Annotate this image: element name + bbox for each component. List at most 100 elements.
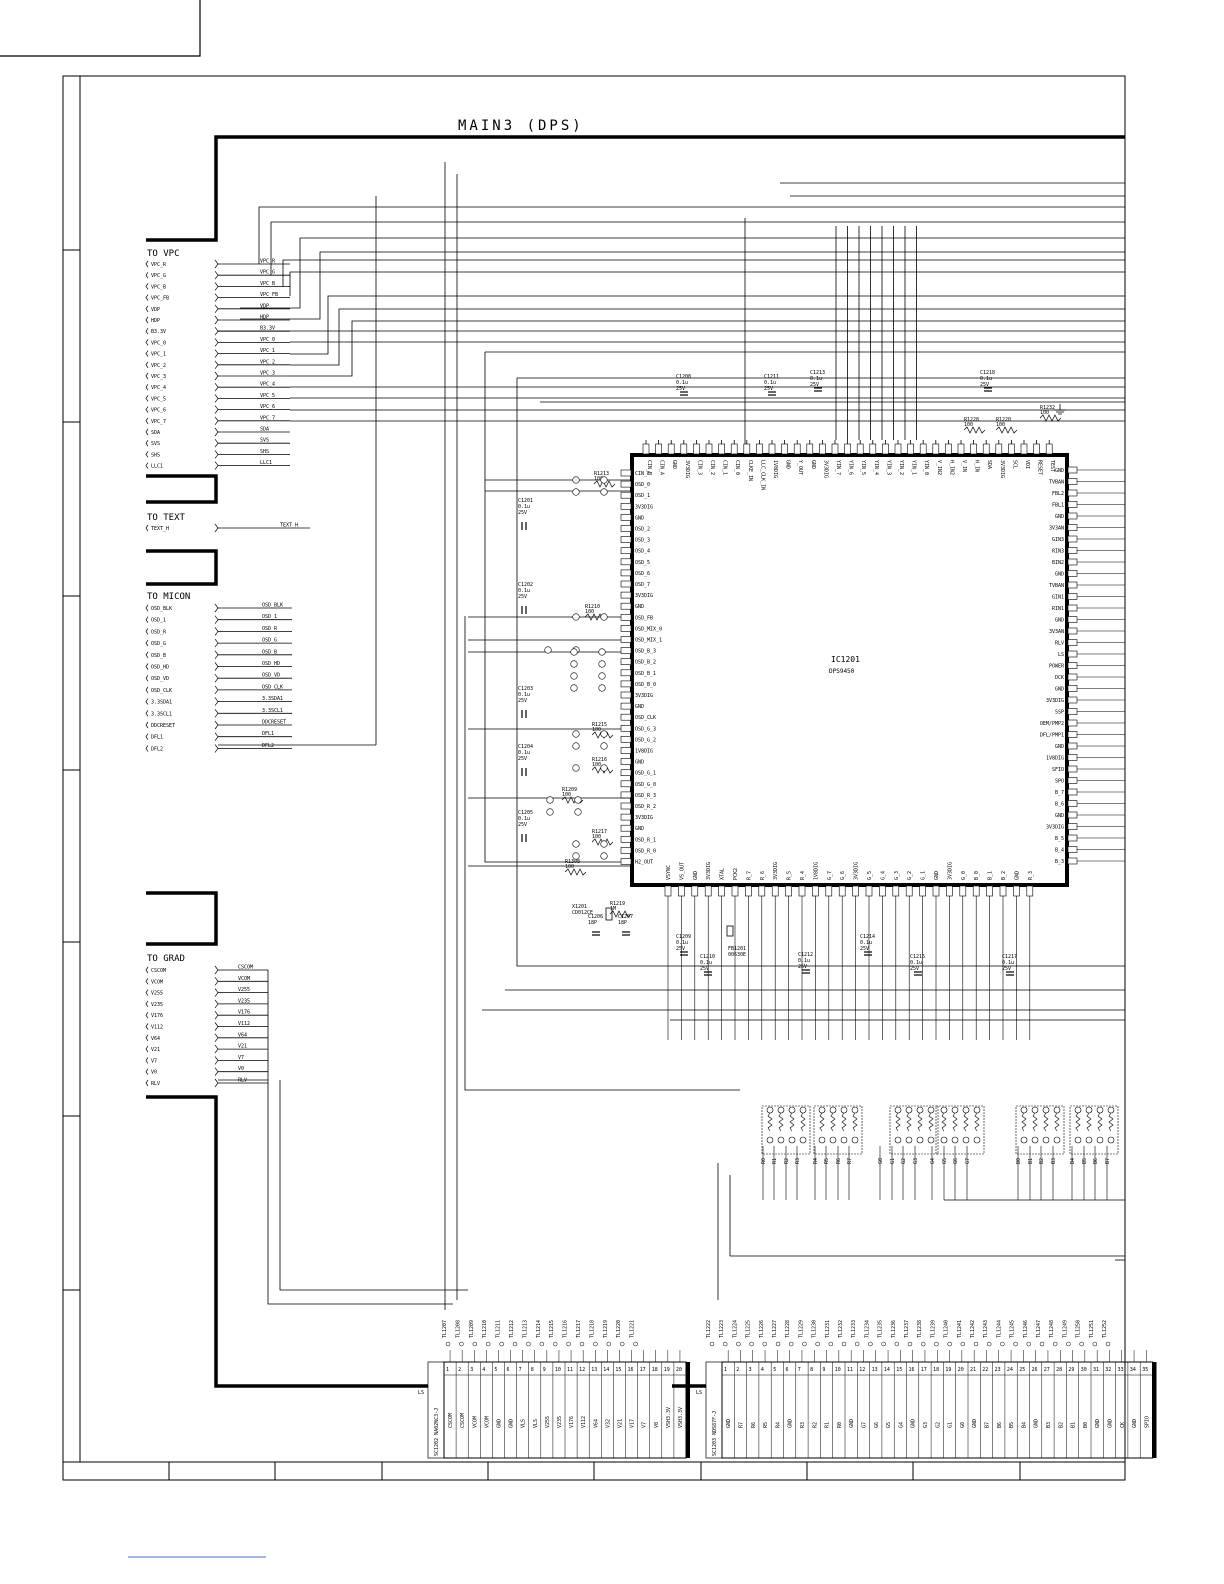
connector-tip — [214, 405, 219, 414]
test-point — [947, 1341, 952, 1347]
connector-pin-number: 22 — [982, 1367, 988, 1373]
ic-pin-name-3v3dig: 3V3DIG — [1046, 825, 1064, 831]
test-point — [606, 1341, 612, 1347]
test-point-label: TL1238 — [917, 1320, 923, 1338]
connector-pin-number: 15 — [896, 1367, 902, 1373]
test-point — [986, 1341, 992, 1347]
ic-pin-name-r-3: R_3 — [1028, 871, 1034, 880]
network-resistor — [928, 1112, 934, 1132]
buffer-node — [572, 613, 580, 621]
component-value: 0.1u — [810, 376, 822, 382]
network-resistor — [778, 1112, 784, 1132]
connector-pin-name-g2: G2 — [935, 1422, 941, 1428]
connector-label-hdp: HDP — [151, 318, 160, 324]
network-node — [940, 1106, 948, 1114]
network-node — [962, 1106, 970, 1114]
connector-pin-number: 20 — [676, 1367, 682, 1373]
component-rating: 25V — [518, 756, 527, 762]
component-ref: R1215 — [592, 722, 607, 728]
network-node — [840, 1136, 848, 1144]
test-point-label: TL1233 — [851, 1320, 857, 1338]
ic-pin-name-yin-4: YIN_4 — [873, 460, 879, 475]
ic-pin-left — [620, 569, 632, 577]
ic-pin-name-b-6: B_6 — [1055, 802, 1064, 808]
test-point-label: TL1243 — [983, 1320, 989, 1338]
bus-wire — [270, 221, 1125, 275]
connector-pin-number: 19 — [664, 1367, 670, 1373]
ic-pin-left — [620, 802, 632, 810]
test-point-label: TL1235 — [878, 1320, 884, 1338]
ic-pin-top — [882, 443, 889, 455]
ic-pin-left — [620, 514, 632, 521]
component-ref: R1217 — [592, 829, 607, 835]
component-rating: 25V — [700, 966, 709, 972]
network-node — [799, 1106, 807, 1114]
ic-pin-top — [642, 443, 650, 455]
component-value: 100 — [996, 422, 1005, 428]
connector-pin-name-r5: R5 — [763, 1422, 769, 1428]
connector-label-v7: V7 — [151, 1058, 157, 1064]
component-rating: 25V — [676, 946, 685, 952]
net-label-v0: V0 — [238, 1066, 244, 1072]
buffer-node — [572, 840, 580, 848]
network-node — [766, 1106, 774, 1114]
connector-pin-name-g3: G3 — [923, 1422, 929, 1428]
net-label-text-h: TEXT_H — [280, 523, 298, 529]
ic-pin-top — [932, 443, 940, 455]
ic-pin-name-v-in: V_IN — [961, 460, 967, 472]
connector-arrow — [145, 524, 149, 532]
net-label-osd-blk: OSD_BLK — [262, 603, 283, 609]
ic-pin-name-h2-out: H2_OUT — [635, 860, 653, 866]
ic-pin-left — [620, 747, 632, 754]
ic-pin-name-osd-1: OSD_1 — [635, 493, 650, 499]
ic-pin-left — [620, 547, 632, 555]
connector-tip — [214, 662, 219, 671]
connector-label-vpc-7: VPC_7 — [151, 419, 166, 425]
network-resistor — [767, 1112, 773, 1132]
ic-pin-name-osd-b-2: OSD_B_2 — [635, 660, 656, 666]
component-ref: C1205 — [518, 810, 533, 816]
ic-pin-name-ls: LS — [1058, 652, 1064, 658]
resistor-network — [1015, 1105, 1065, 1155]
ic-pin-top — [831, 443, 839, 455]
ic-pin-name-osd-g-2: OSD_G_2 — [635, 737, 656, 743]
connector-arrow — [145, 294, 149, 301]
ic-pin-right — [1067, 627, 1078, 635]
connector-pin-number: 28 — [1056, 1367, 1062, 1373]
network-resistor — [1108, 1112, 1114, 1132]
net-label-osd-g: OSD_G — [262, 638, 277, 644]
ic-pin-left — [620, 702, 632, 710]
bus-wire — [258, 206, 1125, 264]
connector-tip — [214, 685, 219, 695]
connector-label-vpc-2: VPC_2 — [151, 363, 166, 369]
resistor-network — [761, 1105, 811, 1155]
connector-pin-name-ck: CK — [1120, 1422, 1126, 1428]
ic-pin-right — [1067, 604, 1078, 612]
connector-pin-name-r1: R1 — [825, 1422, 831, 1428]
network-resistor — [800, 1112, 806, 1132]
network-node — [1020, 1136, 1028, 1144]
test-point-label: TL1236 — [891, 1320, 897, 1338]
ic-pin-name-osd-b-1: OSD_B_1 — [635, 671, 656, 677]
ferrite-body — [726, 925, 734, 937]
connector-pin-number: 8 — [531, 1367, 534, 1373]
test-point — [539, 1341, 545, 1347]
buffer-node — [600, 764, 608, 772]
ic-pin-bottom — [731, 885, 739, 897]
bus-wire — [290, 320, 1125, 377]
test-point-label: TL1231 — [825, 1320, 831, 1338]
connector-pin-number: 3 — [470, 1367, 473, 1373]
ic-pin-right — [1067, 489, 1078, 497]
buffer-node — [572, 488, 580, 496]
net-label-shs: SHS — [260, 449, 269, 455]
rgb-bus-label-r4: R4 — [813, 1158, 819, 1164]
ic-pin-name-oem-pmp2: OEM/PMP2 — [1040, 721, 1064, 727]
network-node — [962, 1136, 970, 1144]
connector-pin-name-v64: V64 — [593, 1419, 599, 1428]
